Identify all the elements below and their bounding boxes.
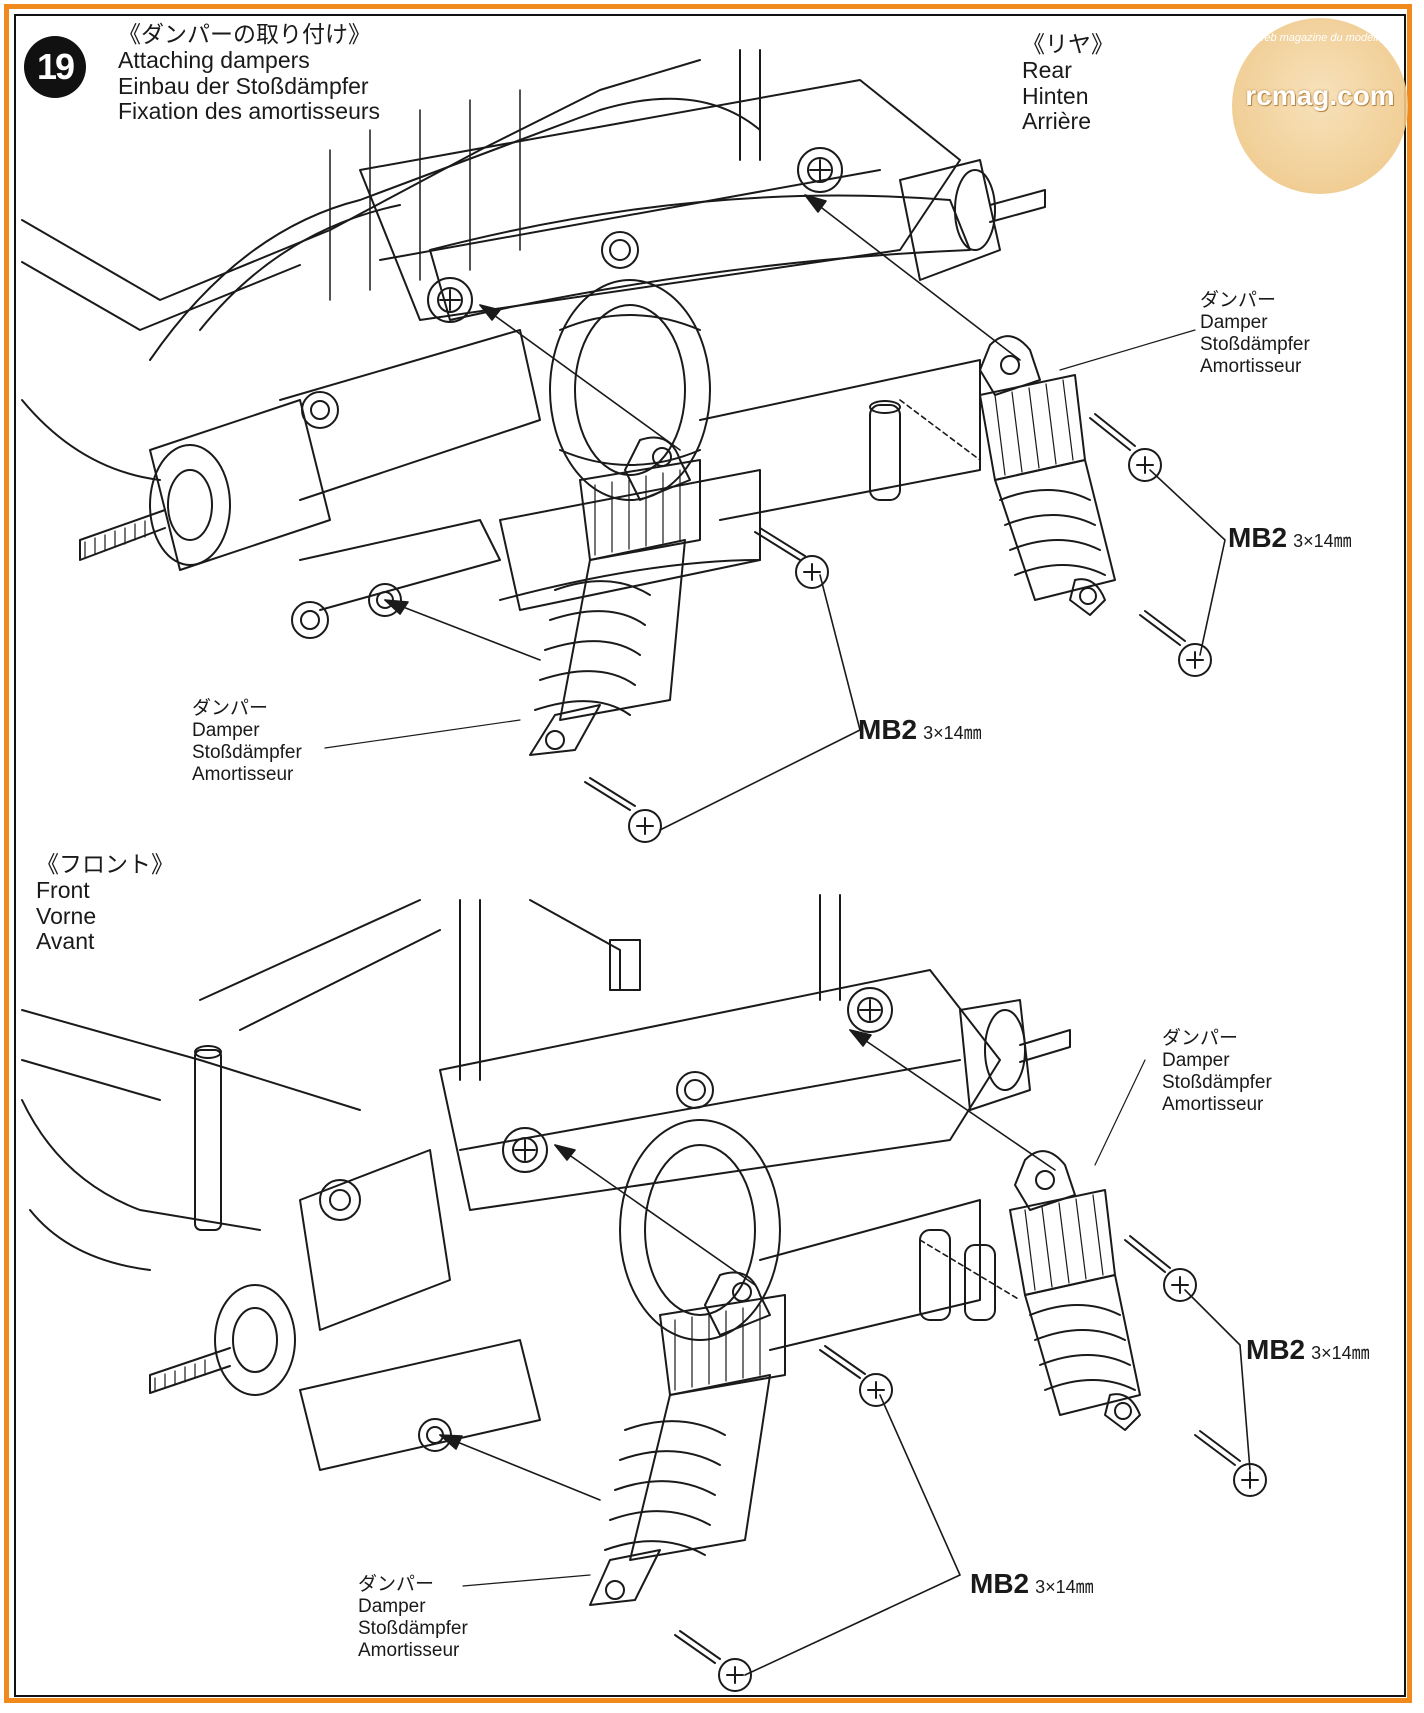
screw-size: 3×14㎜ xyxy=(1035,1577,1094,1597)
damper-label-de: Stoßdämpfer xyxy=(1162,1071,1272,1093)
screw-code: MB2 xyxy=(970,1568,1030,1599)
damper-label-en: Damper xyxy=(1162,1049,1230,1071)
rear-right-damper xyxy=(979,335,1116,616)
damper-label-ja: ダンパー xyxy=(1162,1028,1239,1049)
rear-heading: 《リヤ》 Rear Hinten Arrière xyxy=(1022,31,1114,135)
front-heading-ja: 《フロント》 xyxy=(36,851,174,877)
screw-size: 3×14㎜ xyxy=(1311,1343,1370,1363)
damper-label-en: Damper xyxy=(358,1595,426,1617)
damper-label-ja: ダンパー xyxy=(1200,290,1277,311)
step-title-fr: Fixation des amortisseurs xyxy=(118,98,381,125)
screw-size: 3×14㎜ xyxy=(1293,531,1352,551)
step-number-badge: 19 xyxy=(24,36,86,98)
front-left-damper-label: ダンパー Damper Stoßdämpfer Amortisseur xyxy=(358,1574,468,1661)
front-heading-en: Front xyxy=(36,876,90,903)
damper-label-en: Damper xyxy=(192,719,260,741)
step-title-en: Attaching dampers xyxy=(118,46,310,73)
damper-label-fr: Amortisseur xyxy=(1200,355,1302,377)
damper-label-fr: Amortisseur xyxy=(192,763,294,785)
rear-screws xyxy=(584,413,1212,843)
front-right-damper-label: ダンパー Damper Stoßdämpfer Amortisseur xyxy=(1162,1028,1272,1115)
front-left-damper xyxy=(589,1271,786,1606)
step-header: 《ダンパーの取り付け》 Attaching dampers Einbau der… xyxy=(118,21,381,125)
rear-left-damper xyxy=(529,436,701,756)
rear-heading-ja: 《リヤ》 xyxy=(1022,31,1114,57)
front-heading-de: Vorne xyxy=(36,902,97,929)
front-right-damper xyxy=(1009,1150,1141,1431)
rear-left-damper-label: ダンパー Damper Stoßdämpfer Amortisseur xyxy=(192,698,302,785)
front-screws xyxy=(674,1235,1267,1692)
screw-size: 3×14㎜ xyxy=(923,723,982,743)
page-border xyxy=(14,14,1406,1697)
front-arrows xyxy=(439,1029,1251,1676)
damper-label-ja: ダンパー xyxy=(358,1574,435,1595)
watermark-logo: Le web magazine du modelisme rcmag.com xyxy=(1232,18,1408,194)
rear-chassis xyxy=(21,49,1046,639)
front-heading: 《フロント》 Front Vorne Avant xyxy=(36,851,174,955)
damper-label-fr: Amortisseur xyxy=(1162,1093,1264,1115)
rear-arrows xyxy=(324,194,1226,831)
damper-label-fr: Amortisseur xyxy=(358,1639,460,1661)
watermark-name: rcmag.com xyxy=(1245,80,1395,111)
damper-label-de: Stoßdämpfer xyxy=(192,741,302,763)
watermark-tagline: Le web magazine du modelisme xyxy=(1241,32,1399,44)
rear-heading-en: Rear xyxy=(1022,56,1072,83)
step-title-de: Einbau der Stoßdämpfer xyxy=(118,72,369,99)
rear-heading-fr: Arrière xyxy=(1022,108,1092,135)
front-chassis xyxy=(21,894,1071,1471)
damper-label-de: Stoßdämpfer xyxy=(1200,333,1310,355)
rear-right-damper-label: ダンパー Damper Stoßdämpfer Amortisseur xyxy=(1200,290,1310,377)
screw-code: MB2 xyxy=(858,714,918,745)
damper-label-en: Damper xyxy=(1200,311,1268,333)
damper-label-de: Stoßdämpfer xyxy=(358,1617,468,1639)
step-title-ja: 《ダンパーの取り付け》 xyxy=(118,21,371,47)
front-heading-fr: Avant xyxy=(36,928,95,955)
screw-code: MB2 xyxy=(1228,522,1288,553)
orange-frame xyxy=(4,4,1412,1703)
screw-code: MB2 xyxy=(1246,1334,1306,1365)
rear-heading-de: Hinten xyxy=(1022,82,1089,109)
damper-label-ja: ダンパー xyxy=(192,698,269,719)
